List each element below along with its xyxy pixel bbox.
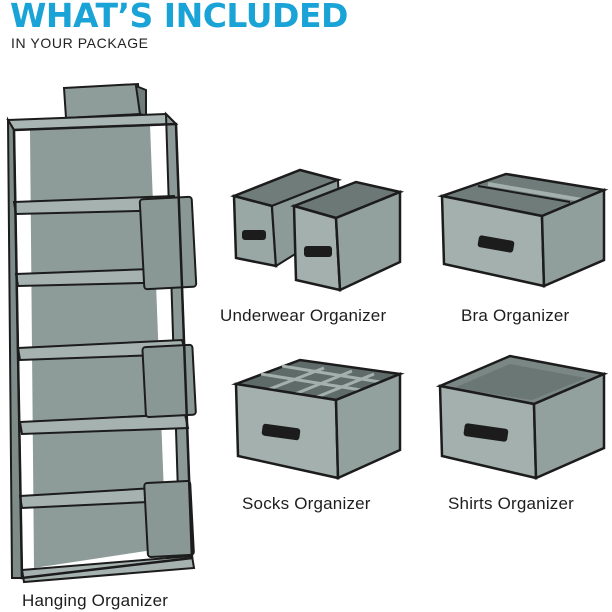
hanging-organizer-image (6, 82, 198, 584)
page-subtitle: IN YOUR PACKAGE (11, 35, 149, 51)
caption-hanging-organizer: Hanging Organizer (22, 591, 169, 610)
shirts-organizer-image (435, 354, 609, 480)
caption-underwear-organizer: Underwear Organizer (220, 306, 387, 325)
underwear-organizer-image (229, 168, 405, 292)
caption-bra-organizer: Bra Organizer (461, 306, 570, 325)
bra-organizer-image (437, 172, 609, 288)
caption-socks-organizer: Socks Organizer (242, 494, 371, 513)
socks-organizer-image (231, 358, 405, 480)
page-title: WHAT’S INCLUDED (10, 0, 348, 35)
caption-shirts-organizer: Shirts Organizer (448, 494, 575, 513)
